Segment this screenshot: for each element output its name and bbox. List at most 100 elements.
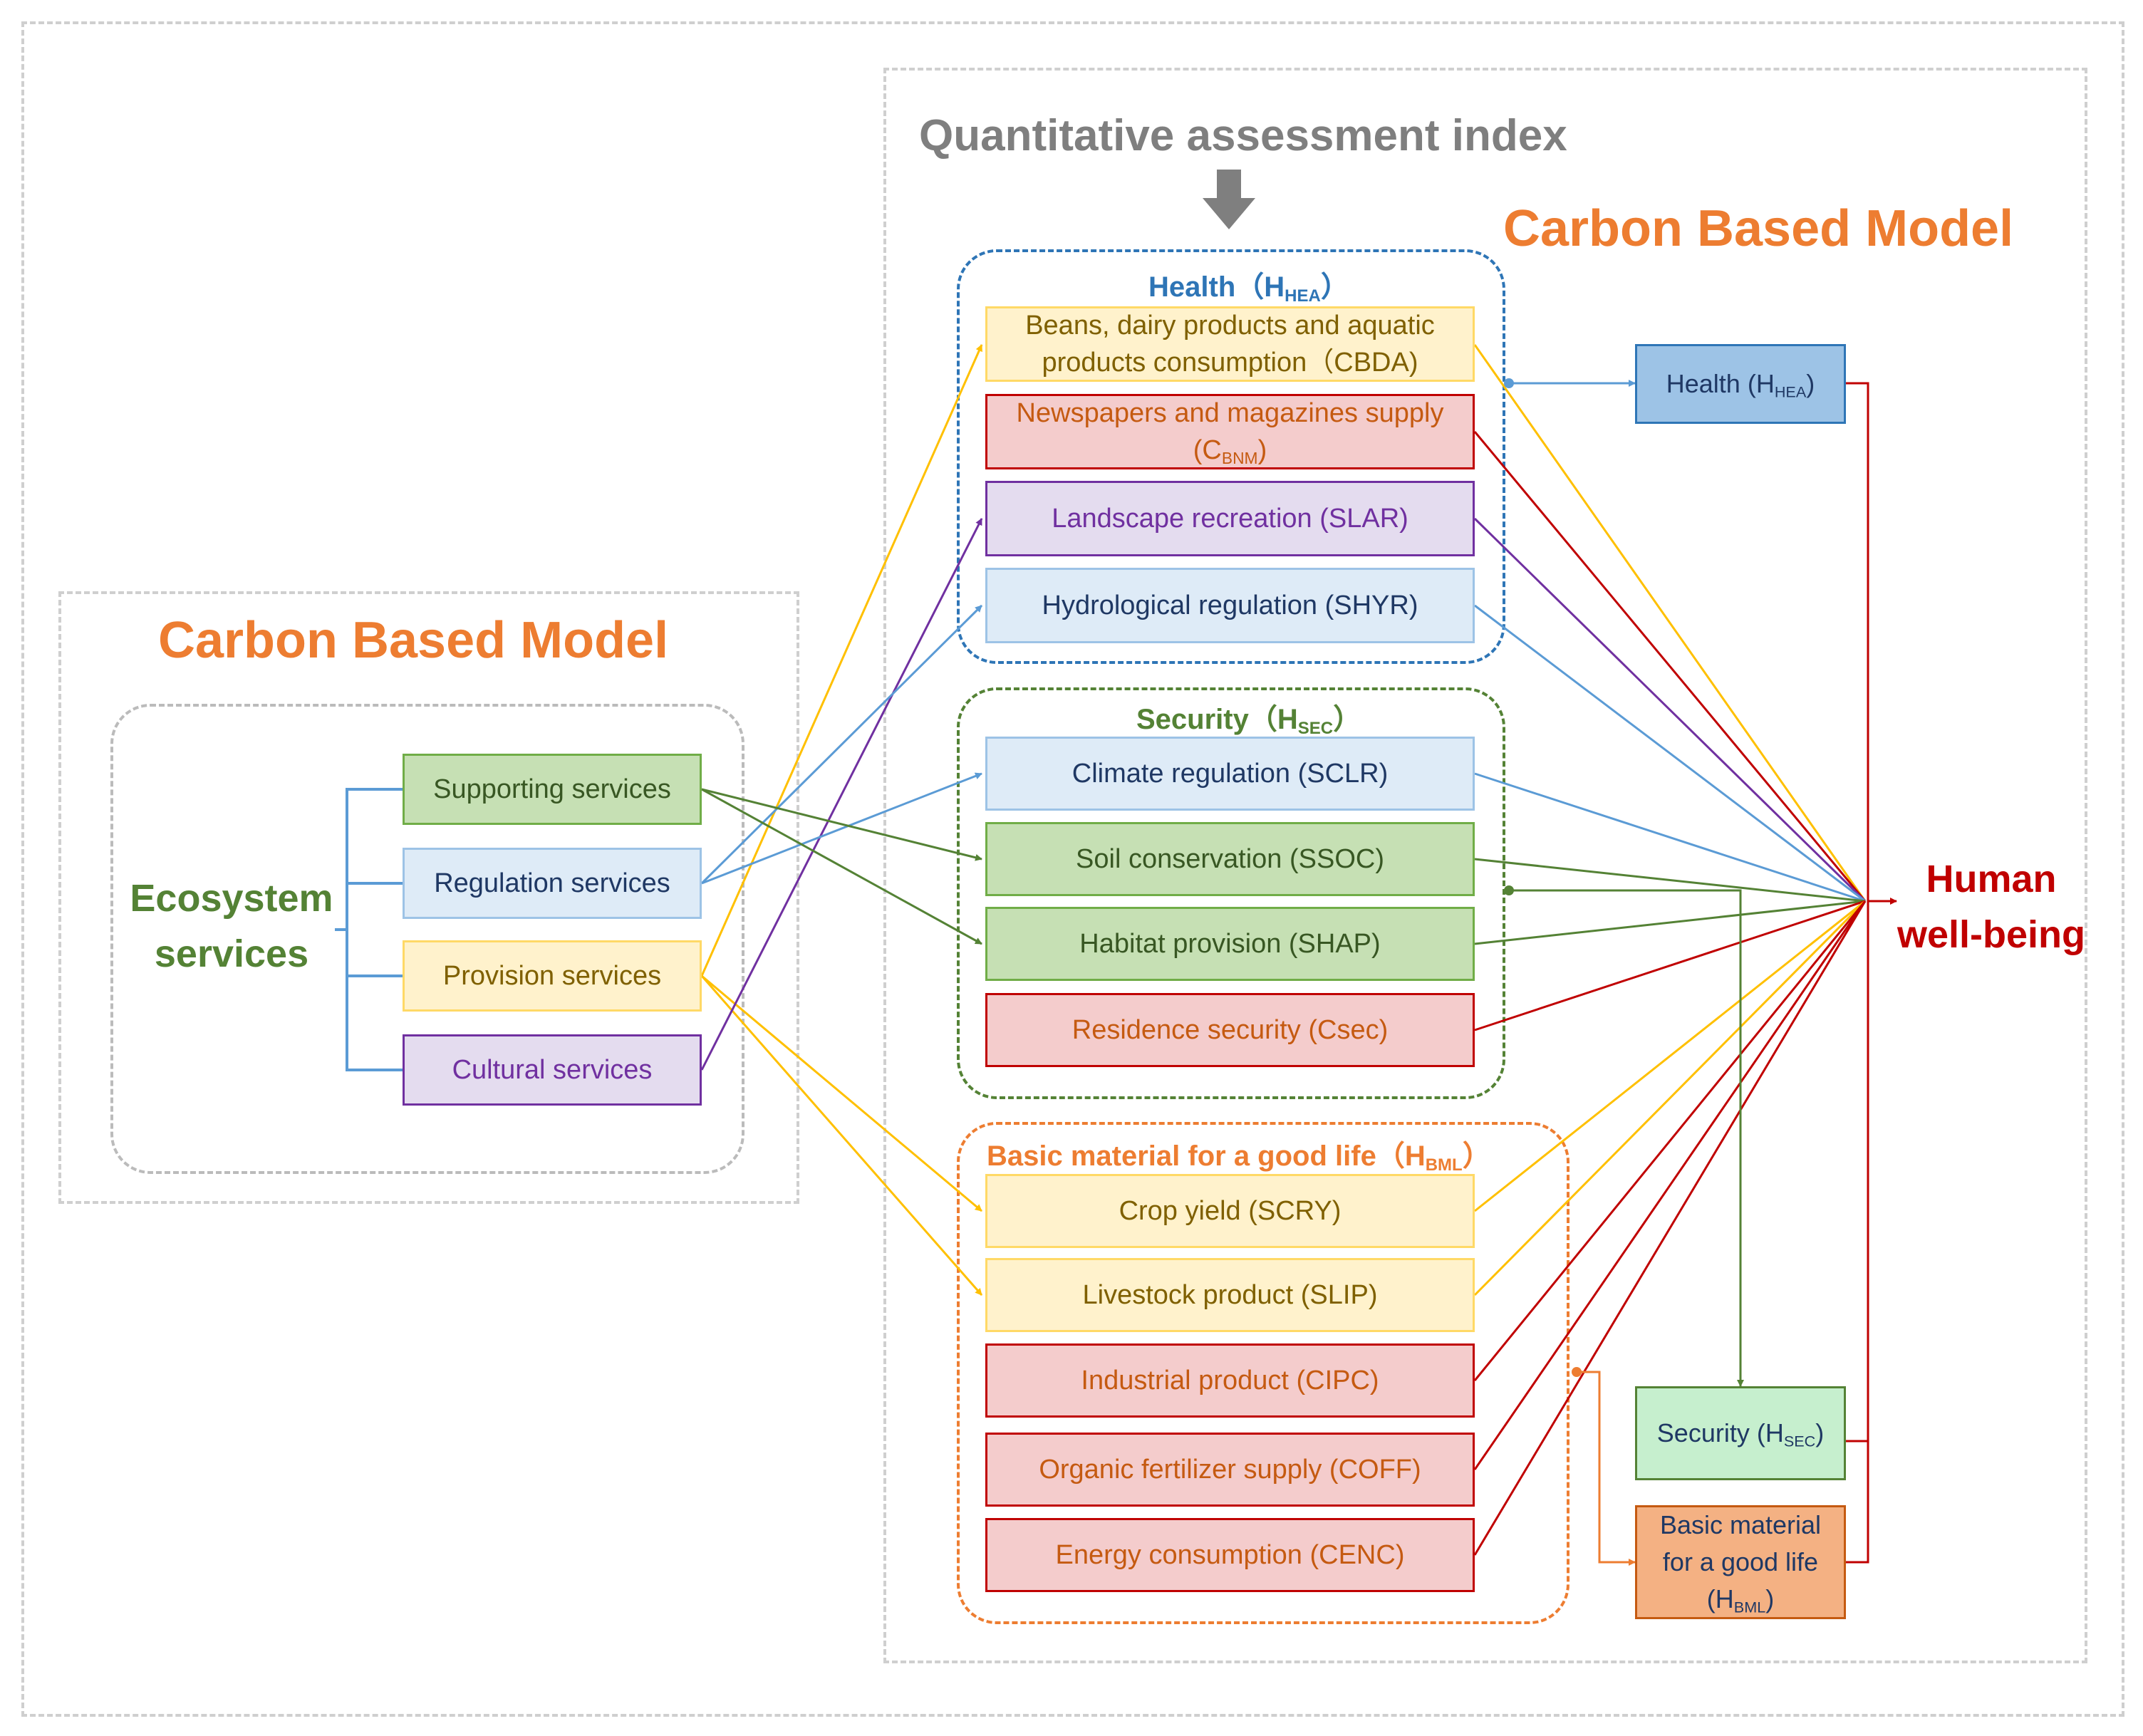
regulation-to-shyr-arrow [700,604,983,885]
human-wellbeing-text: Human well-being [1896,858,2085,956]
cbnm-label-close: ) [1257,435,1267,465]
slar-box: Landscape recreation (SLAR) [985,481,1475,556]
provision-to-slip-arrow [700,975,983,1296]
index-title: Quantitative assessment index [919,111,1567,160]
scry-to-wellbeing-line [1474,900,1866,1212]
basic-material-group [957,1122,1569,1624]
shap-to-wellbeing-line [1474,900,1866,945]
coff-label: Organic fertilizer supply (COFF) [1039,1455,1421,1485]
csec-label: Residence security (Csec) [1072,1015,1389,1045]
security-group-heading: Security（HSEC） [1136,696,1361,737]
ecosystem-group [110,704,744,1174]
cbnm-label: Newspapers and magazines supply (CBNM) [1000,395,1460,469]
slip-box: Livestock product (SLIP) [985,1258,1475,1332]
slip-label: Livestock product (SLIP) [1082,1280,1378,1310]
coff-to-wellbeing-line [1473,900,1867,1470]
scry-label: Crop yield (SCRY) [1119,1196,1342,1226]
bracket-line [346,788,403,1071]
security-result-label: Security (HSEC) [1657,1415,1824,1452]
health-group-heading: Health（HHEA） [1148,264,1349,305]
basic-heading-sub: BML [1425,1155,1463,1175]
basic-summary-dot [1572,1367,1582,1377]
basic-heading-paren: （H [1376,1140,1426,1172]
provision-services-box: Provision services [403,940,702,1012]
coff-box: Organic fertilizer supply (COFF) [985,1433,1475,1507]
cultural-to-slar-arrow [700,518,983,1071]
csec-box: Residence security (Csec) [985,993,1475,1067]
shyr-box: Hydrological regulation (SHYR) [985,568,1475,643]
shyr-to-wellbeing-line [1474,604,1866,903]
provision-to-cbda-arrow [700,344,983,977]
human-wellbeing-label: Human well-being [1881,851,2102,962]
slip-to-wellbeing-line [1473,900,1867,1296]
basic-result-close: ) [1765,1584,1775,1613]
security-summary-dot [1504,885,1514,895]
basic-group-heading: Basic material for a good life（HBML） [987,1133,1491,1174]
result-bracket-line [1846,382,1869,1564]
regulation-to-sclr-arrow [701,772,982,885]
model-title-left: Carbon Based Model [158,612,669,669]
health-result-box: Health (HHEA) [1635,344,1846,424]
ssoc-box: Soil conservation (SSOC) [985,822,1475,896]
ssoc-to-wellbeing-line [1474,858,1866,903]
health-result-sub: HEA [1774,383,1807,401]
shap-box: Habitat provision (SHAP) [985,907,1475,981]
security-group [957,687,1505,1099]
cultural-services-label: Cultural services [452,1055,653,1085]
basic-result-main: Basic material for a good life [1659,1510,1822,1576]
ssoc-label: Soil conservation (SSOC) [1076,844,1384,874]
health-result-main: Health (H [1666,369,1775,398]
basic-heading-name: Basic material for a good life [987,1140,1376,1172]
security-result-sub: SEC [1783,1432,1816,1450]
outer-frame [21,21,2124,1717]
cenc-label: Energy consumption (CENC) [1055,1540,1405,1570]
ecosystem-services-text: Ecosystem services [130,877,333,975]
regulation-services-box: Regulation services [403,848,702,919]
model-title-right: Carbon Based Model [1503,200,2014,257]
health-result-close: ) [1806,369,1815,398]
cenc-to-wellbeing-line [1473,900,1867,1556]
security-heading-sub: SEC [1297,719,1334,739]
provision-to-scry-arrow [701,974,982,1212]
regulation-services-label: Regulation services [434,868,670,898]
scry-box: Crop yield (SCRY) [985,1174,1475,1248]
sclr-to-wellbeing-line [1474,772,1866,903]
basic-result-label: Basic material for a good life (HBML) [1650,1507,1831,1618]
cbnm-label-main: Newspapers and magazines supply (C [1016,398,1444,465]
ecosystem-services-label: Ecosystem services [128,870,335,982]
cipc-box: Industrial product (CIPC) [985,1343,1475,1418]
right-model-frame [883,68,2087,1663]
health-result-label: Health (HHEA) [1666,365,1815,402]
basic-heading-close: ） [1462,1140,1491,1172]
cbda-to-wellbeing-line [1473,344,1867,902]
cbnm-box: Newspapers and magazines supply (CBNM) [985,394,1475,469]
security-result-box: Security (HSEC) [1635,1386,1846,1480]
supporting-services-box: Supporting services [403,754,702,825]
cipc-label: Industrial product (CIPC) [1081,1366,1379,1395]
health-group [957,249,1505,664]
cbnm-label-sub: BNM [1221,448,1258,467]
health-heading-paren: （H [1235,271,1285,303]
health-heading-name: Health [1148,271,1236,303]
health-summary-dot [1504,378,1514,388]
slar-to-wellbeing-line [1473,517,1867,903]
left-model-frame [58,591,799,1204]
csec-to-wellbeing-line [1474,900,1866,1031]
cenc-box: Energy consumption (CENC) [985,1518,1475,1592]
health-heading-close: ） [1320,271,1349,303]
basic-result-sub: BML [1733,1598,1766,1616]
supporting-services-label: Supporting services [433,774,671,804]
cipc-to-wellbeing-line [1473,900,1867,1381]
cbda-label: Beans, dairy products and aquatic produc… [1025,311,1435,378]
security-result-close: ) [1815,1418,1825,1447]
supporting-to-ssoc-arrow [701,788,982,861]
basic-result-h: (H [1706,1584,1734,1613]
provision-services-label: Provision services [442,961,662,991]
basic-result-box: Basic material for a good life (HBML) [1635,1505,1846,1619]
basic-summary-arrow [1577,1371,1636,1566]
supporting-to-shap-arrow [701,788,982,945]
health-heading-sub: HEA [1285,286,1321,306]
security-summary-arrow [1509,889,1744,1387]
